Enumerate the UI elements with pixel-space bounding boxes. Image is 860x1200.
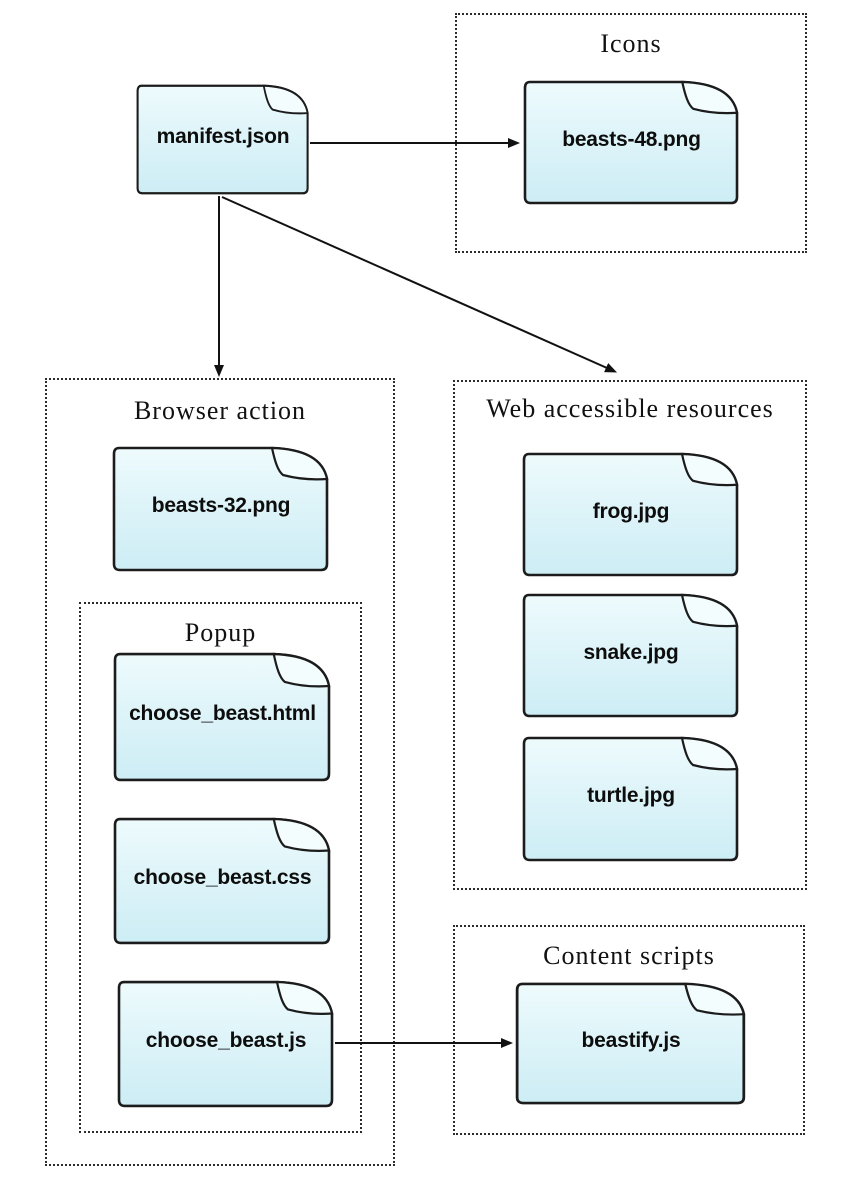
file-label: frog.jpg [592, 499, 670, 523]
group-content-scripts-title: Content scripts [543, 941, 715, 970]
group-browser-action-title: Browser action [133, 396, 307, 425]
group-popup: Popup [79, 602, 362, 1133]
group-icons: Icons [455, 13, 807, 253]
file-icon [522, 736, 739, 862]
file-label: beasts-48.png [562, 127, 701, 151]
group-popup-title: Popup [184, 618, 257, 647]
file-label: turtle.jpg [587, 784, 675, 807]
file-icon [523, 80, 739, 205]
file-node-choose-beast-html: choose_beast.html [113, 652, 332, 782]
file-label: choose_beast.html [129, 702, 316, 725]
group-web-accessible-resources: Web accessible resources [453, 380, 807, 890]
file-icon [113, 817, 331, 945]
file-label: snake.jpg [583, 640, 679, 664]
file-node-beasts-48-png: beasts-48.png [523, 80, 740, 205]
group-web-accessible-resources-title: Web accessible resources [486, 394, 774, 423]
file-icon [112, 446, 329, 572]
file-node-manifest-json: manifest.json [136, 84, 310, 195]
group-icons-title: Icons [600, 29, 662, 58]
file-icon [136, 84, 309, 195]
file-node-beastify-js: beastify.js [515, 982, 747, 1105]
file-icon [113, 652, 331, 782]
file-label: beastify.js [581, 1028, 681, 1052]
file-icon [522, 452, 739, 577]
file-icon [117, 980, 334, 1108]
file-icon [522, 593, 739, 718]
file-node-choose-beast-js: choose_beast.js [117, 980, 335, 1108]
file-node-choose-beast-css: choose_beast.css [113, 817, 332, 945]
group-content-scripts: Content scripts [453, 925, 805, 1135]
file-label: choose_beast.css [133, 866, 312, 889]
file-icon [515, 982, 746, 1105]
file-label: choose_beast.js [145, 1029, 307, 1052]
file-node-turtle-jpg: turtle.jpg [522, 736, 740, 862]
file-node-snake-jpg: snake.jpg [522, 593, 740, 718]
file-label: manifest.json [156, 124, 290, 148]
file-node-frog-jpg: frog.jpg [522, 452, 740, 577]
file-label: beasts-32.png [151, 494, 291, 517]
group-browser-action: Browser action [45, 378, 395, 1166]
file-node-beasts-32-png: beasts-32.png [112, 446, 330, 572]
